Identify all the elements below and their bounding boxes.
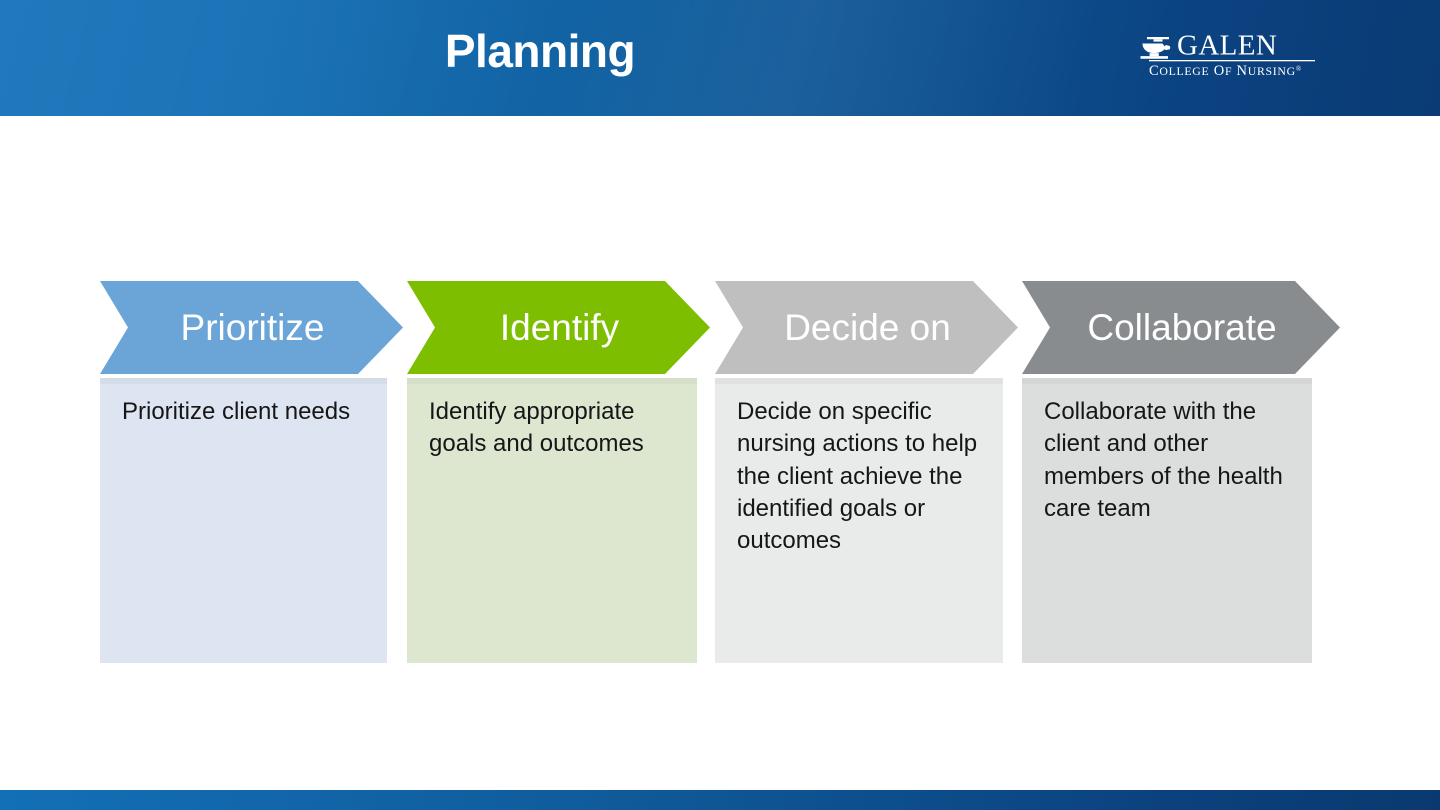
galen-college-of-nursing-logo: GALEN COLLEGE OF NURSING® (1137, 28, 1327, 84)
chevron-process-diagram: Prioritize Prioritize client needs Ident… (100, 281, 1350, 663)
logo-wordmark: GALEN (1177, 30, 1277, 62)
chevron-shape-prioritize (100, 281, 403, 374)
chevron-shape-decide-on (715, 281, 1018, 374)
process-step-body: Identify appropriate goals and outcomes (429, 398, 644, 458)
process-step-panel-prioritize: Prioritize client needs (100, 378, 387, 663)
process-step-panel-identify: Identify appropriate goals and outcomes (407, 378, 697, 663)
slide-header: Planning GALEN COLLEGE OF NURSING® (0, 0, 1440, 116)
chevron-shape-identify (407, 281, 710, 374)
process-step-body: Prioritize client needs (122, 398, 351, 425)
process-step-body: Collaborate with the client and other me… (1044, 398, 1283, 522)
process-step-panel-decide-on: Decide on specific nursing actions to he… (715, 378, 1003, 663)
logo-divider (1149, 60, 1315, 62)
slide-footer-bar (0, 790, 1440, 810)
page-title: Planning (444, 25, 636, 77)
logo-tagline: COLLEGE OF NURSING® (1149, 63, 1302, 79)
process-step-body: Decide on specific nursing actions to he… (737, 398, 978, 555)
process-step-panel-collaborate: Collaborate with the client and other me… (1022, 378, 1312, 663)
chevron-shape-collaborate (1022, 281, 1340, 374)
oil-lamp-icon (1140, 37, 1171, 59)
